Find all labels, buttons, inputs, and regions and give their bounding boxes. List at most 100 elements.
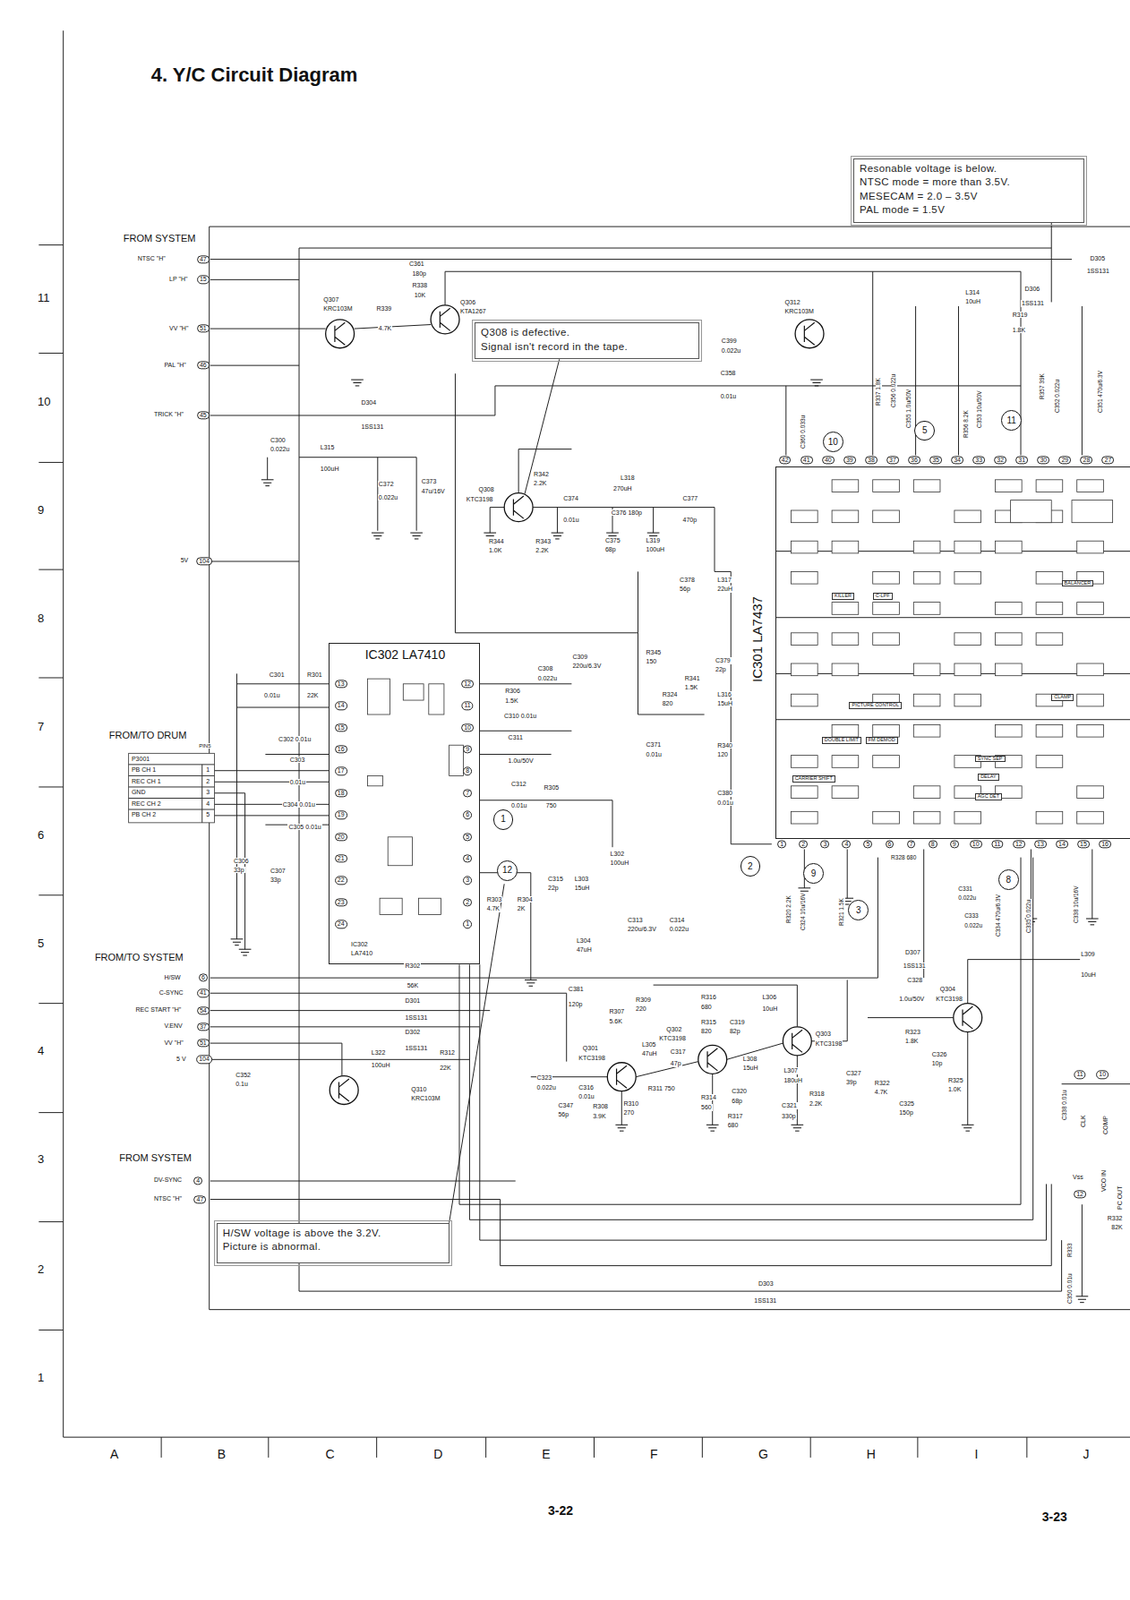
pin-number: 29 xyxy=(1058,455,1071,464)
component-label: 15uH xyxy=(742,1064,760,1071)
component-label: R357 39K xyxy=(1039,372,1046,401)
circuit-block xyxy=(791,510,819,523)
component-label: 470p xyxy=(682,516,699,523)
pin-number: 4 xyxy=(193,1176,203,1185)
component-label: C335 0.022u xyxy=(1026,898,1033,934)
ground-symbol xyxy=(239,949,252,956)
circuit-block xyxy=(954,811,982,824)
circuit-block xyxy=(1035,724,1063,737)
component-label: L314 xyxy=(964,289,981,296)
circuit-block xyxy=(913,663,941,677)
pin-number: 12 xyxy=(1012,839,1026,848)
ground-symbol xyxy=(524,979,538,986)
component-label: C373 xyxy=(420,478,438,485)
wire xyxy=(500,1183,1053,1266)
table-rule xyxy=(128,809,215,811)
component-label: 0.022u xyxy=(963,923,984,930)
component-label: C377 xyxy=(682,495,700,502)
component-label: R307 xyxy=(607,1008,625,1015)
component-label: 0.022u xyxy=(269,445,291,453)
component-label: LP "H" xyxy=(168,275,189,283)
wire xyxy=(38,1112,63,1113)
ground-group xyxy=(231,379,1099,1303)
wire xyxy=(775,616,1130,618)
wire xyxy=(38,894,63,896)
component-label: R333 xyxy=(1067,1241,1074,1259)
pin-number: 30 xyxy=(1036,455,1050,464)
grid-reference: 2 xyxy=(36,1263,45,1276)
note-text: Picture is abnormal. xyxy=(222,1240,444,1255)
component-label: NTSC "H" xyxy=(136,255,167,262)
ground-symbol xyxy=(1076,1296,1089,1303)
wire xyxy=(210,1026,480,1028)
component-label: Q306 xyxy=(459,299,477,306)
component-label: Q304 xyxy=(939,985,957,993)
wire xyxy=(1051,216,1053,303)
circuit-block xyxy=(367,678,390,715)
component-label: L322 xyxy=(370,1049,387,1056)
wire xyxy=(38,569,63,571)
component-label: C351 470u/6.3V xyxy=(1097,369,1105,414)
callout-circle: 1 xyxy=(493,809,514,831)
pin-number: 3 xyxy=(820,839,830,848)
component-label: L318 xyxy=(619,474,636,481)
component-label: R318 xyxy=(808,1090,826,1097)
component-label: 1.0u/50V xyxy=(898,995,925,1002)
note-text: H/SW voltage is above the 3.2V. xyxy=(222,1226,444,1242)
component-label: FROM SYSTEM xyxy=(118,1153,193,1165)
component-label: 0.022u xyxy=(668,925,690,933)
pin-number: 18 xyxy=(334,788,348,797)
note-box: H/SW voltage is above the 3.2V.Picture i… xyxy=(216,1223,450,1265)
circuit-block xyxy=(791,811,819,824)
ground-symbol xyxy=(551,532,565,540)
component-label: R338 xyxy=(410,282,429,289)
component-label: 0.022u xyxy=(957,895,977,902)
circuit-block xyxy=(873,755,900,769)
component-label: 100uH xyxy=(319,465,341,472)
callout-circle: 2 xyxy=(740,856,762,877)
grid-reference: 10 xyxy=(36,395,52,409)
component-label: C350 0.01u xyxy=(1067,1272,1074,1305)
transistor-symbol xyxy=(953,1003,983,1033)
component-label: COMP xyxy=(1102,1114,1109,1136)
component-label: C331 xyxy=(957,886,974,893)
wire xyxy=(214,793,245,950)
wire xyxy=(266,457,268,480)
component-label: R321 1.5K xyxy=(838,897,846,927)
ground-symbol xyxy=(1086,918,1099,925)
component-label: L319 xyxy=(644,537,661,544)
block-group xyxy=(128,479,1113,916)
transistor-symbol xyxy=(504,493,533,523)
pin-number: 104 xyxy=(196,1055,213,1064)
component-label: 120 xyxy=(716,751,729,758)
component-label: C374 xyxy=(562,495,580,502)
callout-number: 3 xyxy=(856,906,862,916)
wire xyxy=(638,633,705,715)
component-label: C352 0.022u xyxy=(1054,377,1062,413)
pin-number: 3 xyxy=(462,876,472,885)
component-label: 220 xyxy=(634,1005,648,1012)
pin-number: 13 xyxy=(334,679,348,688)
component-label: 56K xyxy=(406,982,420,989)
component-label: R323 xyxy=(904,1028,922,1036)
component-label: 4 xyxy=(205,800,211,807)
wire xyxy=(479,683,573,685)
component-label: 47uH xyxy=(575,946,593,953)
component-label: 560 xyxy=(700,1104,713,1111)
page-number: 3-22 xyxy=(547,1504,574,1518)
pin-number: 6 xyxy=(198,973,208,982)
grid-reference: H xyxy=(865,1447,877,1462)
pin-number: 12 xyxy=(1073,1189,1087,1199)
circuit-block xyxy=(791,540,819,554)
component-label: R303 xyxy=(486,896,504,903)
component-label: L304 xyxy=(575,937,592,944)
wire xyxy=(299,248,1062,1292)
circuit-block xyxy=(831,479,859,493)
wire xyxy=(354,325,432,330)
component-label: L309 xyxy=(1079,950,1096,958)
circuit-block xyxy=(995,602,1023,616)
component-label: 5V xyxy=(179,556,190,564)
circuit-block xyxy=(913,571,941,584)
circuit-block xyxy=(995,540,1023,554)
circuit-block xyxy=(418,898,441,915)
